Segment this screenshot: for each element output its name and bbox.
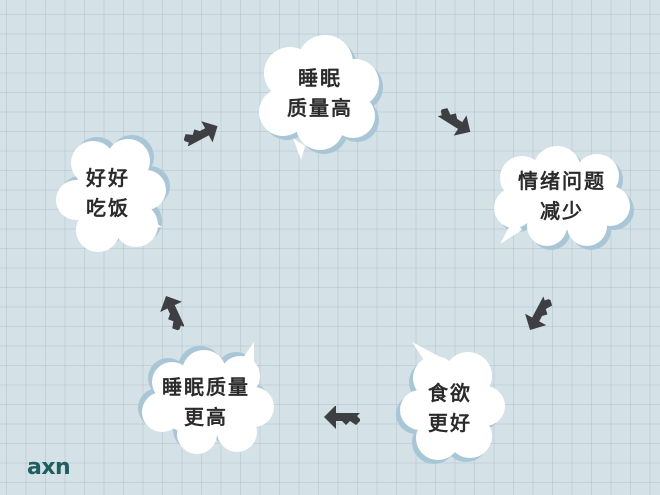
node-line: 质量高	[287, 96, 353, 120]
cloud-shape-icon	[259, 35, 383, 160]
cloud-shape-icon	[494, 146, 634, 250]
node-emotional-issues-reduced: 情绪问题 减少	[492, 146, 634, 250]
node-line: 吃饭	[86, 195, 130, 220]
node-line: 好好	[86, 165, 130, 190]
node-line: 食欲	[428, 381, 472, 405]
arrow-icon	[155, 290, 184, 334]
arrow-icon	[324, 406, 360, 429]
node-eat-well: 好好 吃饭	[56, 135, 170, 252]
node-line: 更好	[428, 411, 472, 435]
arrow-icon	[519, 296, 558, 336]
node-line: 情绪问题	[518, 168, 606, 193]
brand-logo: axn	[27, 455, 71, 480]
cloud-shape-icon	[396, 342, 505, 464]
node-line: 减少	[540, 198, 584, 223]
cloud-shape-icon	[56, 135, 170, 252]
cloud-shape-icon	[138, 342, 274, 454]
arrow-icon	[438, 102, 477, 142]
node-sleep-quality-higher: 睡眠质量 更高	[138, 342, 274, 454]
arrow-icon	[180, 115, 222, 146]
node-line: 睡眠质量	[162, 375, 250, 399]
node-better-appetite: 食欲 更好	[396, 342, 505, 464]
node-line: 更高	[184, 405, 228, 429]
node-sleep-quality-high: 睡眠 质量高	[255, 35, 385, 160]
node-line: 睡眠	[298, 66, 342, 90]
